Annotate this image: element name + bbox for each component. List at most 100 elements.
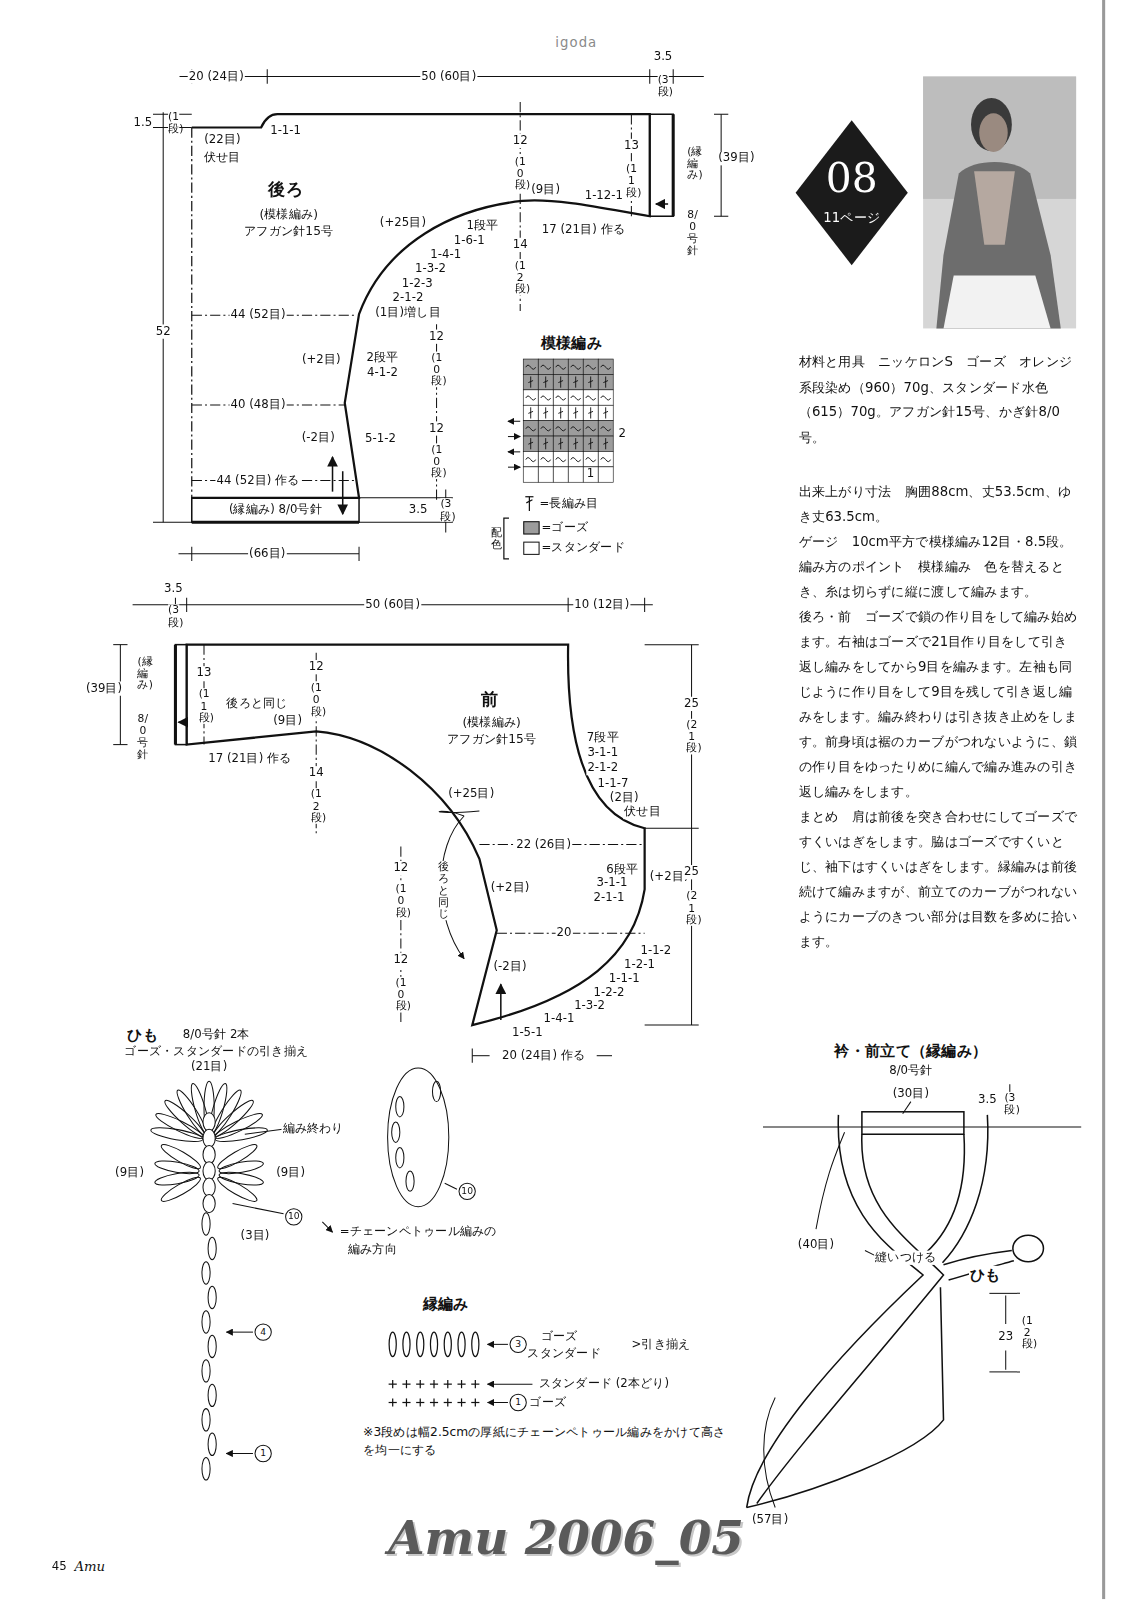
stitch-chart — [541, 458, 551, 462]
stitch-chart — [556, 365, 566, 369]
dimension-label: 1-1-7 — [597, 776, 630, 790]
row-count: 8/0号針 — [687, 209, 698, 256]
stitch-chart — [583, 421, 598, 436]
stitch-chart — [598, 374, 613, 389]
dimension-label: 25 — [683, 697, 700, 711]
dimension-label: 2-1-2 — [586, 761, 619, 775]
collar-drawing — [926, 1134, 964, 1252]
edging-chart — [433, 1380, 434, 1388]
dimension-label: 25 — [683, 865, 700, 879]
row-count: (縁編み) — [137, 656, 148, 691]
stitch-chart — [543, 411, 548, 413]
cord-drawing — [202, 1213, 210, 1235]
stitch-chart — [603, 411, 608, 413]
instruction-paragraph: 後ろ・前 ゴーズで鎖の作り目をして編み始めます。右袖はゴーズで21目作り目をして… — [799, 604, 1081, 804]
dimension-label: 1-1-1 — [608, 972, 641, 986]
legend-text: =スタンダード — [541, 541, 626, 555]
dimension-line — [267, 69, 268, 83]
piece-title: 後ろ — [268, 178, 303, 201]
stitch-chart — [571, 458, 581, 462]
stitch-chart — [588, 381, 593, 383]
row-count: (3段) — [168, 604, 179, 628]
stitch-name: (模様編み) — [462, 713, 521, 730]
stitch-chart — [598, 451, 613, 466]
dimension-label: 17 (21目) 作る — [207, 752, 292, 766]
dimension-label: 20 (24目) — [188, 69, 245, 83]
stitch-chart — [558, 442, 563, 444]
legend-text: =ゴーズ — [541, 520, 590, 534]
leader-line — [226, 1102, 910, 1508]
dimension-label: (+25目) — [379, 215, 427, 229]
stitch-chart — [538, 436, 553, 451]
dimension-line — [645, 644, 699, 645]
dimension-label: (2目) — [609, 791, 640, 805]
dimension-label: =チェーンペトゥール編みの — [339, 1225, 498, 1239]
row-count: (11段) — [626, 163, 637, 198]
callout-number: 10 — [285, 1208, 302, 1225]
direction-arrow — [342, 471, 344, 514]
collar-drawing — [1013, 1235, 1044, 1262]
dimension-label: 23 — [997, 1330, 1014, 1344]
instruction-paragraph: まとめ 肩は前後を突き合わせにしてゴーズですくいはぎをします。脇はゴーズですくい… — [799, 804, 1081, 954]
dimension-label: (1目)増し目 — [374, 306, 442, 320]
needle-size: アフガン針15号 — [244, 223, 333, 240]
row-count: (1段) — [168, 111, 179, 135]
stitch-symbol — [529, 497, 530, 511]
instruction-paragraph: 編み方のポイント 模様編み 色を替えるとき、糸は切らずに縦に渡して編みます。 — [799, 554, 1081, 604]
row-count: (10段) — [396, 977, 407, 1012]
cord-drawing — [154, 1110, 206, 1142]
stitch-chart — [538, 467, 553, 482]
callout-number: 3 — [509, 1336, 526, 1353]
collar-drawing — [1005, 1295, 1006, 1324]
direction-arrow — [439, 811, 479, 816]
stitch-chart — [583, 359, 598, 374]
stitch-chart — [543, 381, 548, 383]
dimension-label: (22目) — [203, 133, 241, 147]
piece-outline — [672, 114, 675, 216]
stitch-chart — [598, 405, 613, 420]
stitch-chart — [528, 411, 533, 413]
edging-chart — [475, 1398, 476, 1406]
stitch-chart — [586, 458, 596, 462]
piece-outline — [192, 521, 359, 524]
dimension-label: (3目) — [240, 1229, 271, 1243]
dimension-label: ゴーズ — [540, 1330, 579, 1344]
stitch-chart — [538, 359, 553, 374]
callout-number: 1 — [509, 1394, 526, 1411]
edging-chart — [392, 1380, 393, 1388]
dimension-label: 3-1-1 — [586, 746, 619, 760]
dimension-label: 45 — [51, 1560, 68, 1574]
stitch-chart — [523, 405, 538, 420]
dimension-line — [113, 744, 127, 745]
stitch-chart — [541, 365, 551, 369]
stitch-chart — [523, 390, 538, 405]
page-edge — [1102, 0, 1105, 1599]
collar-drawing — [757, 1134, 944, 1503]
stitch-chart — [601, 365, 611, 369]
piece-outline — [796, 120, 908, 265]
piece-outline — [174, 645, 177, 745]
leader-line — [488, 1384, 533, 1385]
dimension-label: 10 (12目) — [573, 598, 630, 612]
row-count: 8/0号針 — [137, 713, 148, 760]
dimension-label: 1-1-1 — [269, 124, 302, 138]
leader-line — [816, 1132, 845, 1229]
edging-chart — [430, 1332, 437, 1356]
stitch-chart — [523, 436, 538, 451]
cord-drawing — [203, 1162, 215, 1180]
stitch-chart — [598, 390, 613, 405]
cord-drawing — [203, 1194, 215, 1212]
dimension-line — [645, 1025, 699, 1026]
row-number: 1 — [586, 467, 596, 481]
chart-arrow — [508, 467, 520, 468]
stitch-name: (模様編み) — [259, 206, 318, 223]
dimension-label: 52 — [155, 324, 172, 338]
cord-drawing — [202, 1311, 210, 1333]
stitch-chart — [568, 436, 583, 451]
dimension-label: 伏せ目 — [203, 151, 242, 165]
dimension-label: (+25目) — [447, 787, 495, 801]
legend-text: =長編み目 — [539, 497, 600, 511]
page-reference: 11ページ — [823, 209, 880, 227]
dimension-label: 1-12-1 — [584, 189, 624, 203]
cord-drawing — [214, 1125, 268, 1144]
